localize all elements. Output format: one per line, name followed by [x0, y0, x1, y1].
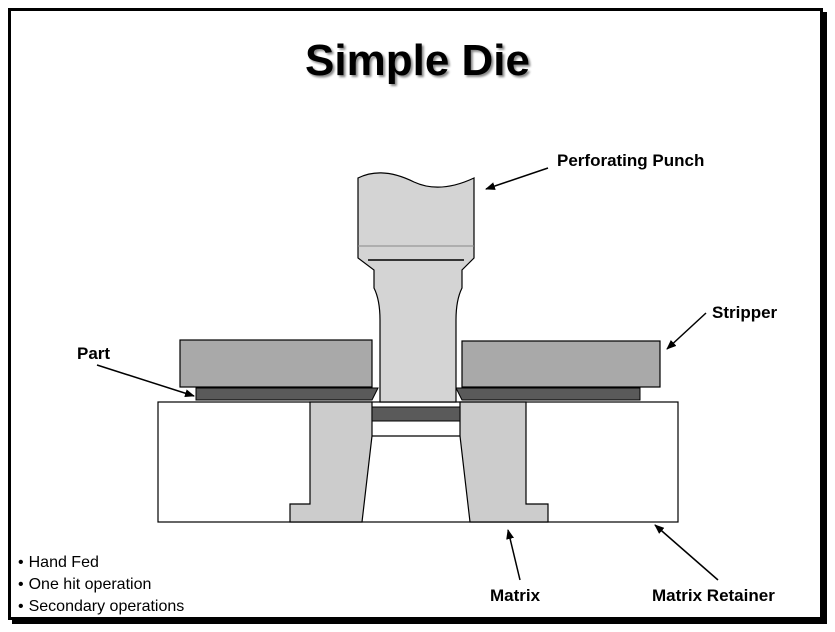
perforating-punch: [357, 172, 475, 403]
matrix-leader-arrow: [506, 529, 521, 581]
stripper-right: [461, 340, 661, 388]
slug: [371, 406, 461, 422]
part-left: [195, 387, 379, 401]
part-leader-arrow: [96, 364, 195, 398]
matrix-right: [459, 401, 549, 523]
label-stripper: Stripper: [712, 303, 778, 322]
bullet-item: Hand Fed: [18, 552, 184, 574]
label-matrix-retainer: Matrix Retainer: [652, 586, 775, 605]
bullet-list: Hand Fed One hit operation Secondary ope…: [18, 552, 185, 618]
diagram-title: Simple Die: [305, 36, 530, 85]
punch-leader-arrow: [485, 167, 549, 190]
label-perforating-punch: Perforating Punch: [557, 151, 705, 170]
bullet-item: One hit operation: [18, 574, 184, 596]
label-matrix: Matrix: [490, 586, 541, 605]
part-right: [455, 387, 641, 401]
stripper-left: [179, 339, 373, 388]
stripper-leader-arrow: [666, 312, 707, 350]
bullet-item: Secondary operations: [18, 596, 185, 618]
retainer-leader-arrow: [654, 524, 719, 581]
label-part: Part: [77, 344, 111, 363]
